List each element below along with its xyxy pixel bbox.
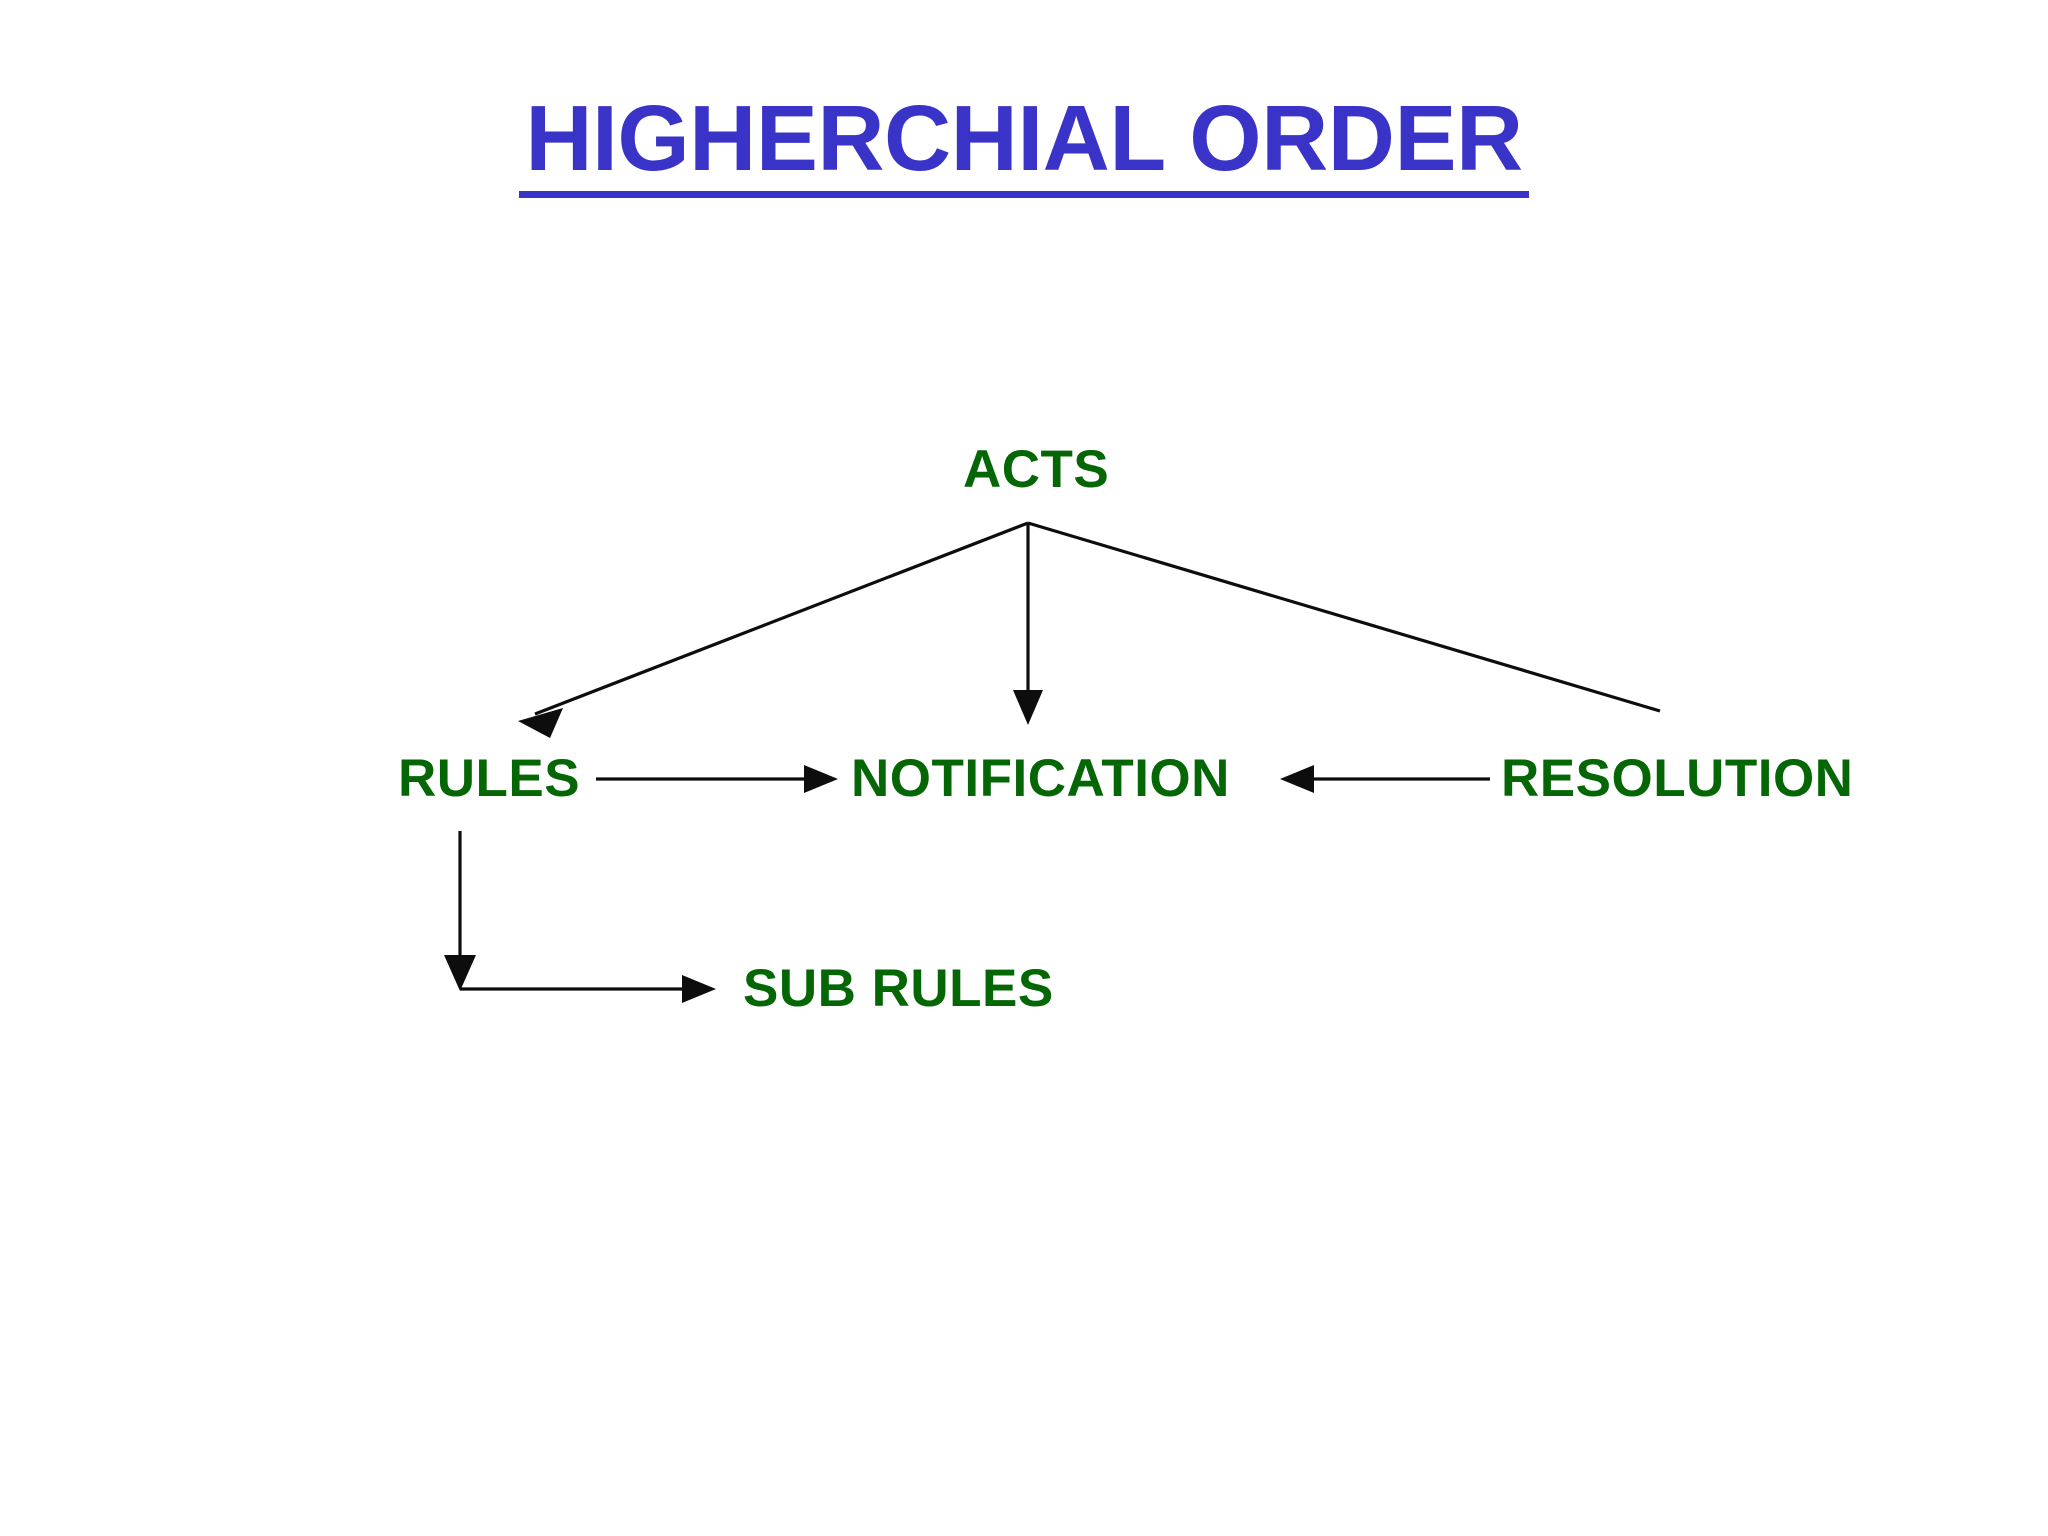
edge-acts-to-notification <box>1013 523 1043 725</box>
node-acts[interactable]: ACTS <box>963 440 1110 499</box>
node-sub-rules[interactable]: SUB RULES <box>743 959 1054 1018</box>
edge-resolution-to-notification <box>1280 765 1490 793</box>
node-rules[interactable]: RULES <box>398 749 581 808</box>
node-resolution[interactable]: RESOLUTION <box>1501 749 1854 808</box>
edge-acts-to-resolution <box>1027 521 1661 713</box>
node-notification[interactable]: NOTIFICATION <box>851 749 1230 808</box>
page-title: HIGHERCHIAL ORDER <box>519 92 1529 198</box>
edge-rules-to-notification <box>596 765 838 793</box>
edge-acts-to-rules <box>518 521 1029 738</box>
edge-rules-to-subrules <box>444 831 716 1003</box>
title-block: HIGHERCHIAL ORDER <box>0 92 2048 198</box>
